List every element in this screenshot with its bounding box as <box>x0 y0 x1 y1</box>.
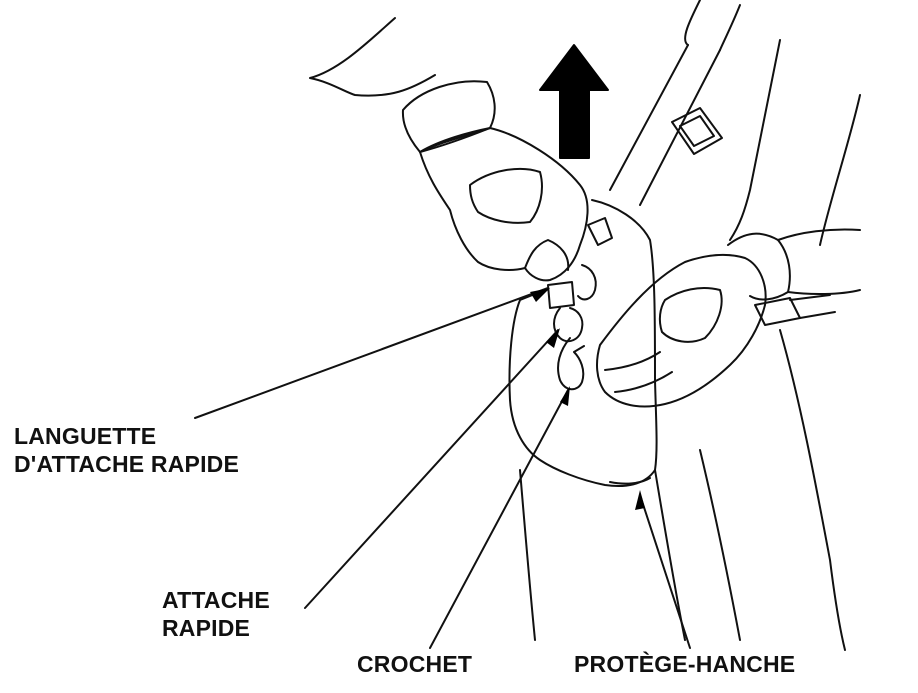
belt-buckle <box>754 297 801 326</box>
strap-buckle <box>671 107 723 155</box>
hip-pad <box>508 199 658 488</box>
right-glove <box>596 253 767 408</box>
left-glove <box>419 127 589 282</box>
leader-languette-arrowhead <box>530 288 550 302</box>
belt-strap <box>789 294 836 319</box>
right-sleeve <box>777 228 861 296</box>
leader-attache <box>304 329 559 609</box>
leg-crease <box>699 449 741 641</box>
shoulder-strap <box>609 44 721 206</box>
torso-outline <box>729 39 861 246</box>
label-crochet: CROCHET <box>357 651 473 677</box>
label-languette-line2: D'ATTACHE RAPIDE <box>14 451 240 477</box>
right-glove-fingers <box>604 351 673 393</box>
left-arm-outline <box>309 17 436 97</box>
leader-crochet <box>429 389 569 649</box>
leader-languette <box>194 287 549 419</box>
left-leg <box>519 469 536 641</box>
label-attache-rapide: ATTACHE RAPIDE <box>162 586 270 642</box>
leader-attache-arrowhead <box>546 328 560 348</box>
up-arrow-icon <box>539 44 609 159</box>
leader-crochet-arrowhead <box>560 386 570 406</box>
label-languette-attache-rapide: LANGUETTE D'ATTACHE RAPIDE <box>14 422 239 478</box>
right-glove-patch <box>658 287 723 343</box>
hip-pad-edge <box>609 477 651 485</box>
quick-release-tab <box>547 281 575 309</box>
leader-protege-arrowhead <box>635 490 645 510</box>
left-glove-finger <box>524 239 570 271</box>
shoulder-strap-right <box>684 0 741 51</box>
right-leg-outer <box>779 329 846 651</box>
label-languette-line1: LANGUETTE <box>14 423 157 449</box>
label-attache-line1: ATTACHE <box>162 587 270 613</box>
label-attache-line2: RAPIDE <box>162 615 251 641</box>
pad-tab <box>587 217 613 246</box>
crochet-hook <box>557 337 585 391</box>
left-glove-patch <box>469 167 543 224</box>
quick-release-upper <box>577 264 597 301</box>
quick-release-clip <box>553 307 584 343</box>
right-sleeve-cuff <box>727 232 791 301</box>
leader-protege <box>639 494 691 649</box>
label-protege-hanche: PROTÈGE-HANCHE <box>574 651 796 677</box>
